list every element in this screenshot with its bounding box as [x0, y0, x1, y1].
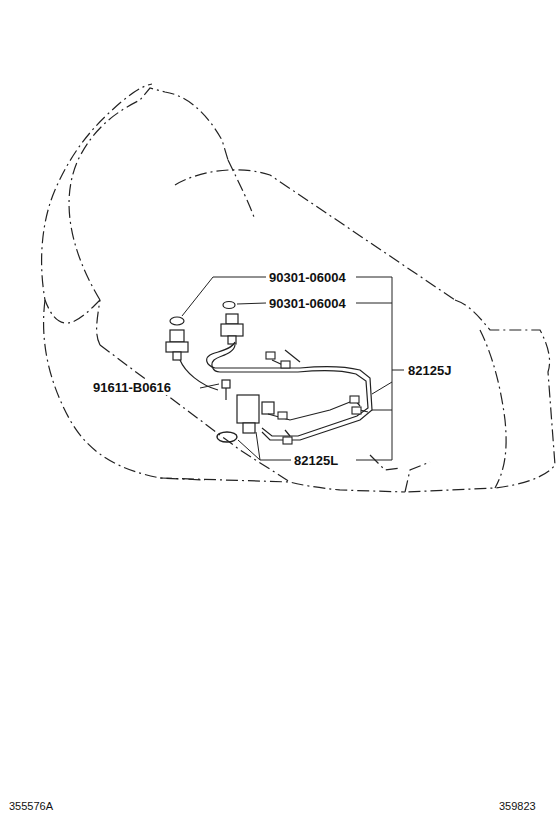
- illustration-id: 355576A: [8, 799, 54, 814]
- o-ring: [217, 432, 237, 442]
- part-number: 90301-06004: [268, 296, 347, 311]
- part-number: 82125L: [293, 453, 339, 468]
- leader-line: [182, 277, 404, 460]
- illustration-id: 359823: [498, 799, 537, 814]
- wire-harness: [180, 342, 372, 440]
- part-number: 90301-06004: [268, 270, 347, 285]
- o-ring: [223, 302, 235, 309]
- part-number: 82125J: [407, 363, 452, 378]
- connector-plug: [266, 352, 361, 444]
- solenoid: [166, 314, 274, 433]
- part-number: 91611-B0616: [92, 380, 172, 395]
- o-ring: [170, 317, 184, 325]
- bolt: [222, 380, 230, 400]
- transmission-outline: [42, 84, 555, 492]
